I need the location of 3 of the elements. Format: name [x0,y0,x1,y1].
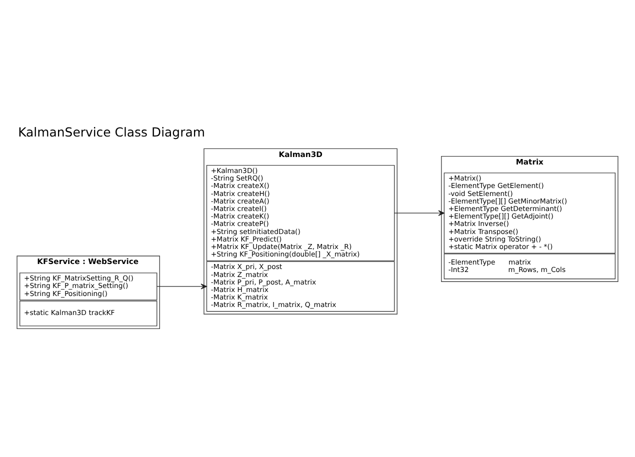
arrow [394,210,444,216]
arrow [156,283,207,289]
diagram-title: KalmanService Class Diagram [18,124,205,140]
